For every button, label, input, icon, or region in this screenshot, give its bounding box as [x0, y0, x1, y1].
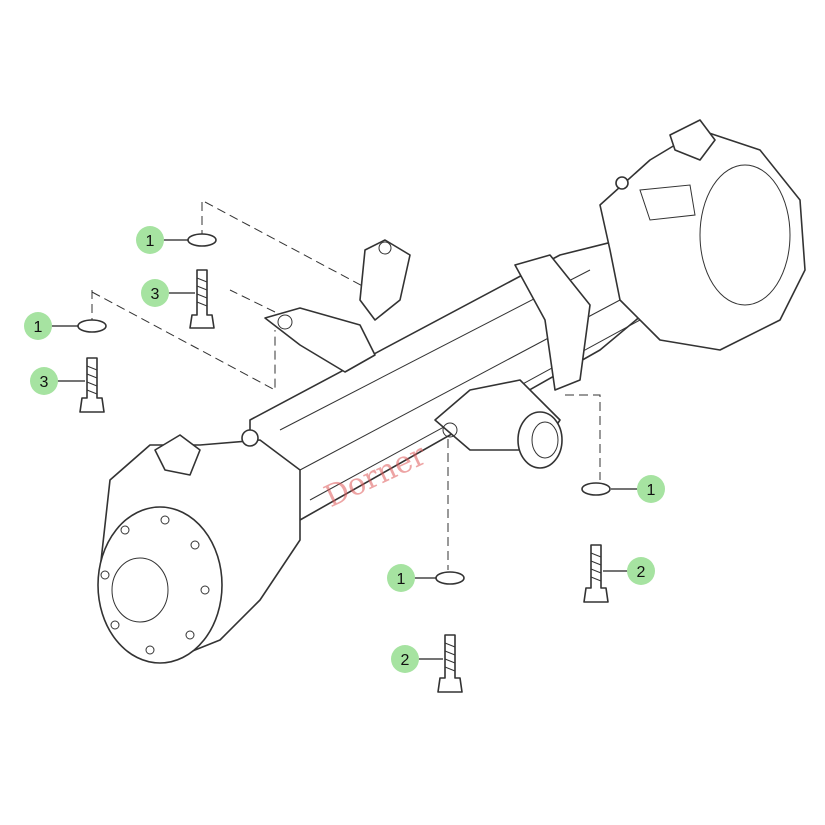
callout-circle [30, 367, 58, 395]
bolt [189, 269, 215, 329]
bolt [583, 544, 609, 603]
fasteners [77, 233, 611, 693]
washer [581, 482, 611, 496]
callout-circle [387, 564, 415, 592]
callout-circle [141, 279, 169, 307]
callout-label: 1 [397, 571, 406, 588]
callout-circle [391, 645, 419, 673]
callout-label: 2 [401, 652, 410, 669]
washer [77, 319, 107, 333]
callout-label: 1 [647, 482, 656, 499]
callout-circle [627, 557, 655, 585]
bolt [437, 634, 463, 693]
upper-mount-bracket [264, 307, 376, 373]
callout-label: 3 [40, 374, 49, 391]
callout-label: 3 [151, 286, 160, 303]
callouts: 1 3 1 3 1 2 1 2 [24, 226, 665, 673]
bolt [79, 357, 105, 413]
wheel-flange [97, 506, 223, 664]
flange-bolt-holes [100, 515, 210, 655]
washer [187, 233, 217, 247]
band-clamp [514, 254, 591, 391]
callout-label: 1 [146, 233, 155, 250]
callout-label: 1 [34, 319, 43, 336]
front-axle-assembly [97, 119, 806, 664]
callout-circle [637, 475, 665, 503]
callout-circle [24, 312, 52, 340]
axle-beam [249, 234, 661, 521]
callout-label: 2 [637, 564, 646, 581]
callout-circle [136, 226, 164, 254]
washer [435, 571, 465, 585]
